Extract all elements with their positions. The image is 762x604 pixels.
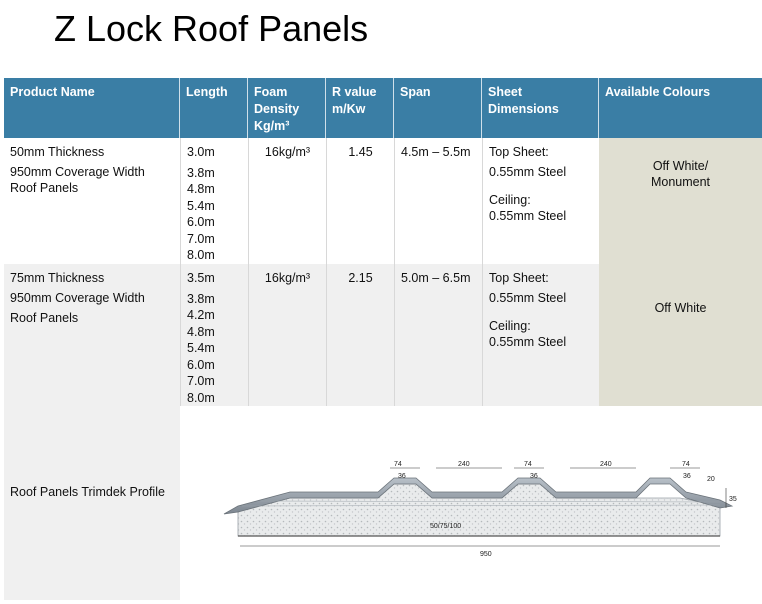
dim-end-top: 74	[682, 461, 690, 468]
header-sheet-dimensions: Sheet Dimensions	[482, 78, 599, 138]
dim-pan-2: 240	[600, 461, 612, 468]
row1-product-description: 950mm Coverage Width Roof Panels	[10, 165, 145, 195]
row2-sheet-dimensions: Top Sheet: 0.55mm Steel Ceiling: 0.55mm …	[482, 264, 599, 406]
row1-length-item: 7.0m	[187, 231, 215, 246]
header-foam-line1: Foam	[254, 85, 288, 99]
row1-foam: 16kg/m³	[248, 138, 326, 264]
dim-rib-top-2: 74	[524, 461, 532, 468]
header-rvalue-line1: R value	[332, 85, 377, 99]
row1-product-thickness: 50mm Thickness	[10, 145, 105, 159]
row1-top-sheet-value: 0.55mm Steel	[489, 165, 567, 179]
header-product-name: Product Name	[4, 78, 180, 138]
row2-colours: Off White	[599, 264, 762, 406]
row1-product: 50mm Thickness 950mm Coverage Width Roof…	[4, 138, 180, 264]
row2-rvalue: 2.15	[326, 264, 394, 406]
row2-product: 75mm Thickness 950mm Coverage Width Roof…	[4, 264, 180, 406]
header-r-value: R value m/Kw	[326, 78, 394, 138]
header-foam-line3: Kg/m³	[254, 119, 290, 133]
sheet-texture	[241, 500, 721, 507]
row1-lengths: 3.0m 3.8m 4.8m 5.4m 6.0m 7.0m 8.0m	[180, 138, 248, 264]
row2-length-item: 7.0m	[187, 374, 215, 388]
top-steel-sheet	[223, 477, 734, 515]
row1-sheet-dimensions: Top Sheet: 0.55mm Steel Ceiling: 0.55mm …	[482, 138, 599, 264]
header-span-label: Span	[400, 85, 431, 99]
row2-length-item: 3.8m	[187, 291, 215, 306]
header-rvalue-line2: m/Kw	[332, 102, 366, 116]
trimdek-profile-diagram: 74 36 240 74 36 240 74 36 20 35 50/75/10…	[223, 461, 737, 558]
row1-length-item: 6.0m	[187, 215, 215, 229]
dim-thickness: 50/75/100	[430, 523, 461, 530]
row1-ceiling-label: Ceiling:	[489, 193, 531, 207]
row2-length-item: 5.4m	[187, 341, 215, 355]
row2-ceiling-value: 0.55mm Steel	[489, 335, 567, 349]
profile-label: Roof Panels Trimdek Profile	[4, 406, 180, 600]
header-foam-density: Foam Density Kg/m³	[248, 78, 326, 138]
row1-length-item: 8.0m	[187, 248, 215, 262]
dim-rib-base-2: 36	[530, 473, 538, 480]
header-span: Span	[394, 78, 482, 138]
profile-drawing-area: 74 36 240 74 36 240 74 36 20 35 50/75/10…	[180, 406, 762, 600]
row2-length-item: 8.0m	[187, 390, 215, 405]
row2-lengths: 3.5m 3.8m 4.2m 4.8m 5.4m 6.0m 7.0m 8.0m	[180, 264, 248, 406]
dim-pan: 240	[458, 461, 470, 468]
dim-rib-top: 74	[394, 461, 402, 468]
dimension-lines	[240, 467, 727, 547]
row1-length-item: 5.4m	[187, 198, 215, 213]
header-colours-label: Available Colours	[605, 85, 711, 99]
row2-foam: 16kg/m³	[248, 264, 326, 406]
dim-rib-base: 36	[398, 473, 406, 480]
header-length-label: Length	[186, 85, 228, 99]
row2-length-item: 4.8m	[187, 324, 215, 339]
header-sheet-line2: Dimensions	[488, 102, 559, 116]
row2-product-thickness: 75mm Thickness	[10, 271, 105, 285]
row1-ceiling-value: 0.55mm Steel	[489, 209, 567, 223]
row2-top-sheet-label: Top Sheet:	[489, 271, 549, 285]
header-sheet-line1: Sheet	[488, 85, 523, 99]
row1-span: 4.5m – 5.5m	[394, 138, 482, 264]
dim-height: 35	[729, 496, 737, 503]
row1-top-sheet-label: Top Sheet:	[489, 145, 549, 159]
dim-end-rib: 36	[683, 473, 691, 480]
row2-length-item: 4.2m	[187, 308, 215, 322]
dim-end-height: 20	[707, 476, 715, 483]
row1-colours: Off White/ Monument	[599, 138, 762, 264]
header-available-colours: Available Colours	[599, 78, 762, 138]
row1-rvalue: 1.45	[326, 138, 394, 264]
row2-span: 5.0m – 6.5m	[394, 264, 482, 406]
page-title: Z Lock Roof Panels	[54, 8, 369, 49]
row2-ceiling-label: Ceiling:	[489, 319, 531, 333]
dim-cover-width: 950	[480, 551, 492, 558]
row1-length-item: 3.8m	[187, 165, 215, 180]
header-length: Length	[180, 78, 248, 138]
row2-top-sheet-value: 0.55mm Steel	[489, 291, 567, 305]
row2-length-item: 3.5m	[187, 271, 215, 285]
header-product-name-label: Product Name	[10, 85, 95, 99]
row1-length-item: 4.8m	[187, 182, 215, 196]
row2-product-width: 950mm Coverage Width	[10, 291, 145, 305]
row2-product-type: Roof Panels	[10, 311, 79, 325]
row2-length-item: 6.0m	[187, 357, 215, 372]
header-foam-line2: Density	[254, 102, 300, 116]
row1-length-item: 3.0m	[187, 145, 215, 159]
